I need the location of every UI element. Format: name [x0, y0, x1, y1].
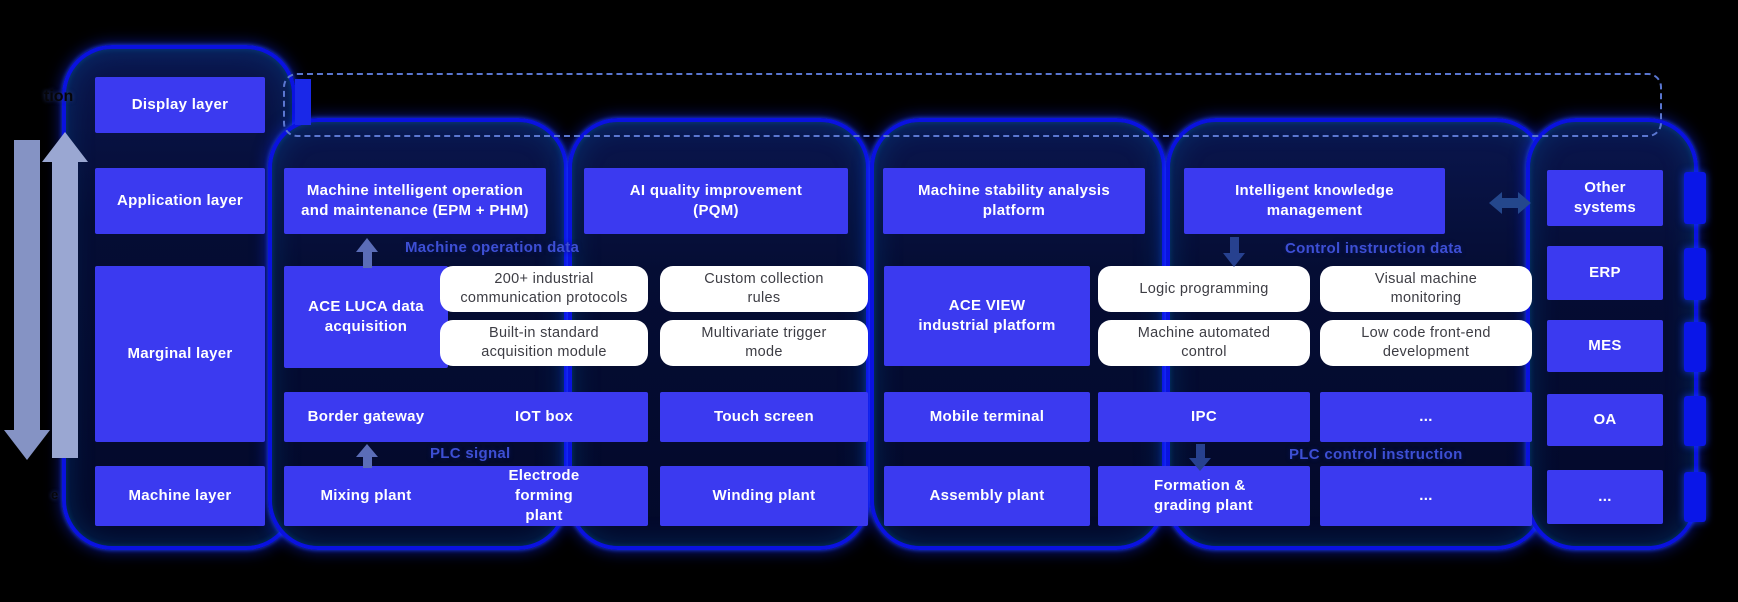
box-mobile-terminal: Mobile terminal — [884, 392, 1090, 442]
box-capability: Built-in standard acquisition module — [440, 320, 648, 366]
box-pqm-platform: AI quality improvement (PQM) — [584, 168, 848, 234]
box-touch-screen: Touch screen — [660, 392, 868, 442]
box-display-layer: Display layer — [95, 77, 265, 133]
box-capability: Custom collection rules — [660, 266, 868, 312]
down-arrow-icon — [1196, 444, 1205, 458]
upward-flow-arrow — [52, 160, 78, 458]
display-layer-dashed-region — [283, 73, 1662, 137]
box-device-more: ... — [1320, 392, 1532, 442]
box-assembly-plant: Assembly plant — [884, 466, 1090, 526]
edge-glow — [1684, 248, 1706, 300]
box-capability: 200+ industrial communication protocols — [440, 266, 648, 312]
bidirectional-arrow-icon — [1501, 198, 1519, 208]
up-arrow-icon — [363, 456, 372, 468]
upward-flow-arrowhead — [42, 132, 88, 162]
box-marginal-layer: Marginal layer — [95, 266, 265, 442]
edge-glow — [1684, 322, 1706, 372]
downward-flow-arrow — [14, 140, 40, 432]
bidirectional-arrow-icon — [1489, 192, 1502, 214]
box-capability: Logic programming — [1098, 266, 1310, 312]
box-capability: Multivariate trigger mode — [660, 320, 868, 366]
display-connector — [295, 79, 311, 125]
edge-glow — [1684, 172, 1706, 224]
box-capability: Machine automated control — [1098, 320, 1310, 366]
box-epm-phm-platform: Machine intelligent operation and mainte… — [284, 168, 546, 234]
edge-glow — [1684, 472, 1706, 522]
box-capability: Visual machine monitoring — [1320, 266, 1532, 312]
clipped-label-fragment: e — [51, 487, 59, 502]
box-electrode-forming-plant: Electrode forming plant — [440, 466, 648, 526]
bidirectional-arrow-icon — [1518, 192, 1531, 214]
clipped-label-fragment: tion — [44, 88, 74, 105]
up-arrow-icon — [363, 252, 372, 268]
up-arrow-icon — [356, 238, 378, 252]
box-ipc: IPC — [1098, 392, 1310, 442]
downward-flow-arrowhead — [4, 430, 50, 460]
box-other-systems: Other systems — [1547, 170, 1663, 226]
down-arrow-icon — [1230, 237, 1239, 253]
box-border-gateway: Border gateway — [284, 392, 448, 442]
down-arrow-icon — [1189, 458, 1211, 471]
box-machine-layer: Machine layer — [95, 466, 265, 526]
control-instruction-data-label: Control instruction data — [1285, 240, 1463, 257]
box-ace-luca: ACE LUCA data acquisition — [284, 266, 448, 368]
up-arrow-icon — [356, 444, 378, 457]
box-other-more: ... — [1547, 470, 1663, 524]
box-stability-platform: Machine stability analysis platform — [883, 168, 1145, 234]
box-application-layer: Application layer — [95, 168, 265, 234]
box-capability: Low code front-end development — [1320, 320, 1532, 366]
down-arrow-icon — [1223, 253, 1245, 267]
box-ace-view: ACE VIEW industrial platform — [884, 266, 1090, 366]
machine-operation-data-label: Machine operation data — [405, 239, 580, 256]
box-mixing-plant: Mixing plant — [284, 466, 448, 526]
box-oa: OA — [1547, 394, 1663, 446]
box-machine-more: ... — [1320, 466, 1532, 526]
box-knowledge-platform: Intelligent knowledge management — [1184, 168, 1445, 234]
box-winding-plant: Winding plant — [660, 466, 868, 526]
box-erp: ERP — [1547, 246, 1663, 300]
plc-control-instruction-label: PLC control instruction — [1289, 446, 1463, 463]
plc-signal-label: PLC signal — [430, 445, 511, 462]
edge-glow — [1684, 396, 1706, 446]
box-iot-box: IOT box — [440, 392, 648, 442]
box-mes: MES — [1547, 320, 1663, 372]
box-formation-grading-plant: Formation & grading plant — [1098, 466, 1310, 526]
